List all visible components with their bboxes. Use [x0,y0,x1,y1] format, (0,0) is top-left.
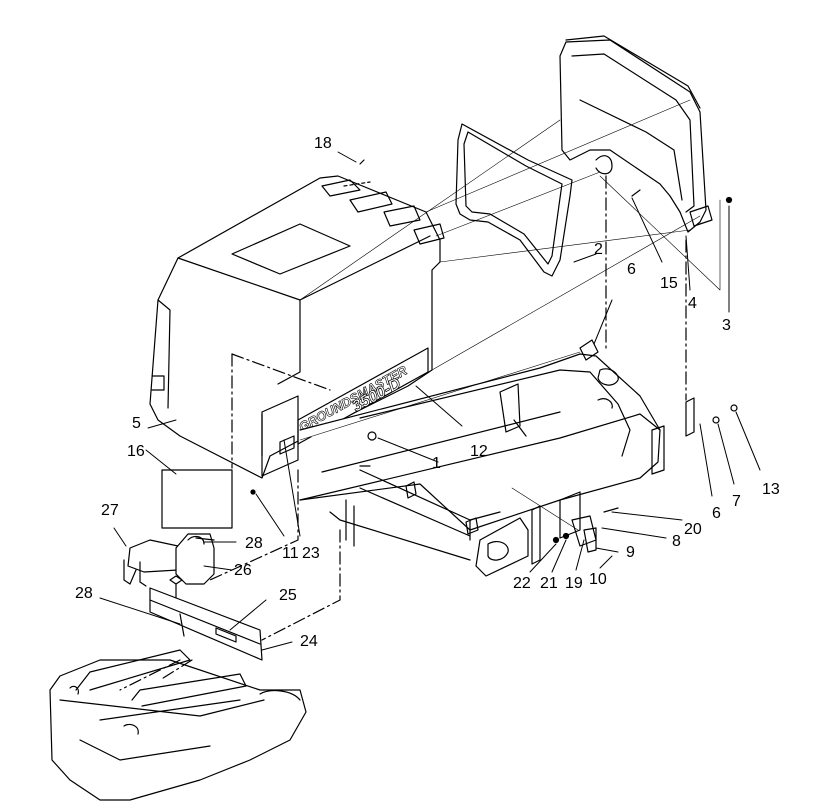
callout-20: 20 [684,521,702,538]
callout-6-lower: 6 [712,505,721,522]
construction-lines [299,99,721,531]
leader-lines [99,151,761,651]
callout-23: 23 [302,545,320,562]
callout-19: 19 [565,575,583,592]
callout-11: 11 [282,545,299,562]
hardware-right [359,159,738,437]
callout-28-lower: 28 [75,585,93,602]
base-plate [49,649,307,801]
callout-21: 21 [540,575,558,592]
callout-27: 27 [101,502,119,519]
callout-18: 18 [314,135,332,152]
callout-22: 22 [513,575,531,592]
callout-7: 7 [732,493,741,510]
callout-24: 24 [300,633,318,650]
main-frame [299,339,665,577]
gasket-seal [455,123,573,277]
hood-frame [559,35,713,233]
callout-2: 2 [594,241,603,258]
callout-28-upper: 28 [245,535,263,552]
callout-3: 3 [722,317,731,334]
callout-26: 26 [234,562,252,579]
callout-10: 10 [589,571,607,588]
callout-9: 9 [626,544,635,561]
support-bars [299,481,479,561]
callout-13: 13 [762,481,780,498]
callout-12: 12 [470,443,488,460]
callout-5: 5 [132,415,141,432]
callout-8: 8 [672,533,681,550]
callout-25: 25 [279,587,297,604]
callout-16: 16 [127,443,145,460]
plate-16 [161,469,233,529]
callout-15: 15 [660,275,678,292]
callout-4: 4 [688,295,697,312]
callout-1: 1 [432,455,441,472]
hardware-center [250,431,619,553]
alignment-lines [119,175,687,691]
bracket-assembly [123,533,263,661]
callout-6-upper: 6 [627,261,636,278]
